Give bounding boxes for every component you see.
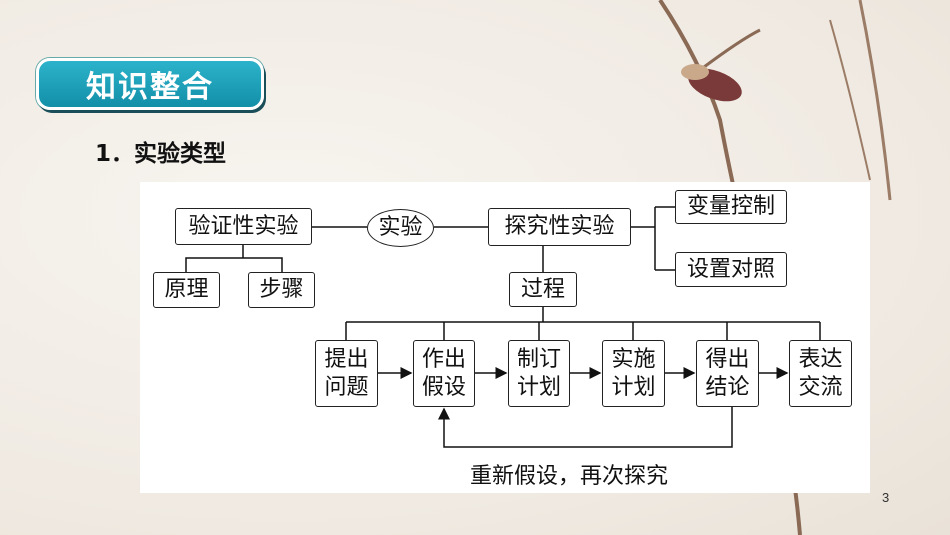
variable-control-box: 变量控制 [675, 190, 787, 224]
section-badge: 知识整合 [36, 58, 264, 110]
control-group-box: 设置对照 [675, 252, 787, 287]
principle-box: 原理 [153, 272, 220, 308]
step-text: 得出 [705, 346, 750, 372]
verify-experiment-box: 验证性实验 [175, 208, 312, 245]
step-box: 得出结论 [696, 340, 759, 407]
step-box: 提出问题 [315, 340, 378, 407]
experiment-node: 实验 [367, 209, 434, 247]
feedback-label: 重新假设，再次探究 [470, 464, 669, 489]
page-number: 3 [882, 490, 890, 505]
step-text: 交流 [798, 374, 843, 400]
step-text: 提出 [324, 346, 369, 372]
step-text: 问题 [324, 374, 369, 400]
subtitle: 1．实验类型 [95, 141, 227, 167]
step-box: 作出假设 [413, 340, 475, 407]
step-box: 表达交流 [789, 340, 852, 407]
process-box: 过程 [509, 272, 577, 307]
explore-experiment-box: 探究性实验 [488, 208, 631, 246]
step-text: 计划 [611, 374, 656, 400]
step-box: 制订计划 [508, 340, 570, 407]
step-text: 结论 [705, 374, 750, 400]
steps-box: 步骤 [248, 272, 315, 308]
step-text: 表达 [798, 346, 843, 372]
step-box: 实施计划 [602, 340, 665, 407]
step-text: 实施 [611, 346, 656, 372]
step-text: 计划 [516, 374, 561, 400]
step-text: 制订 [516, 346, 561, 372]
step-text: 假设 [421, 374, 466, 400]
step-text: 作出 [421, 346, 466, 372]
